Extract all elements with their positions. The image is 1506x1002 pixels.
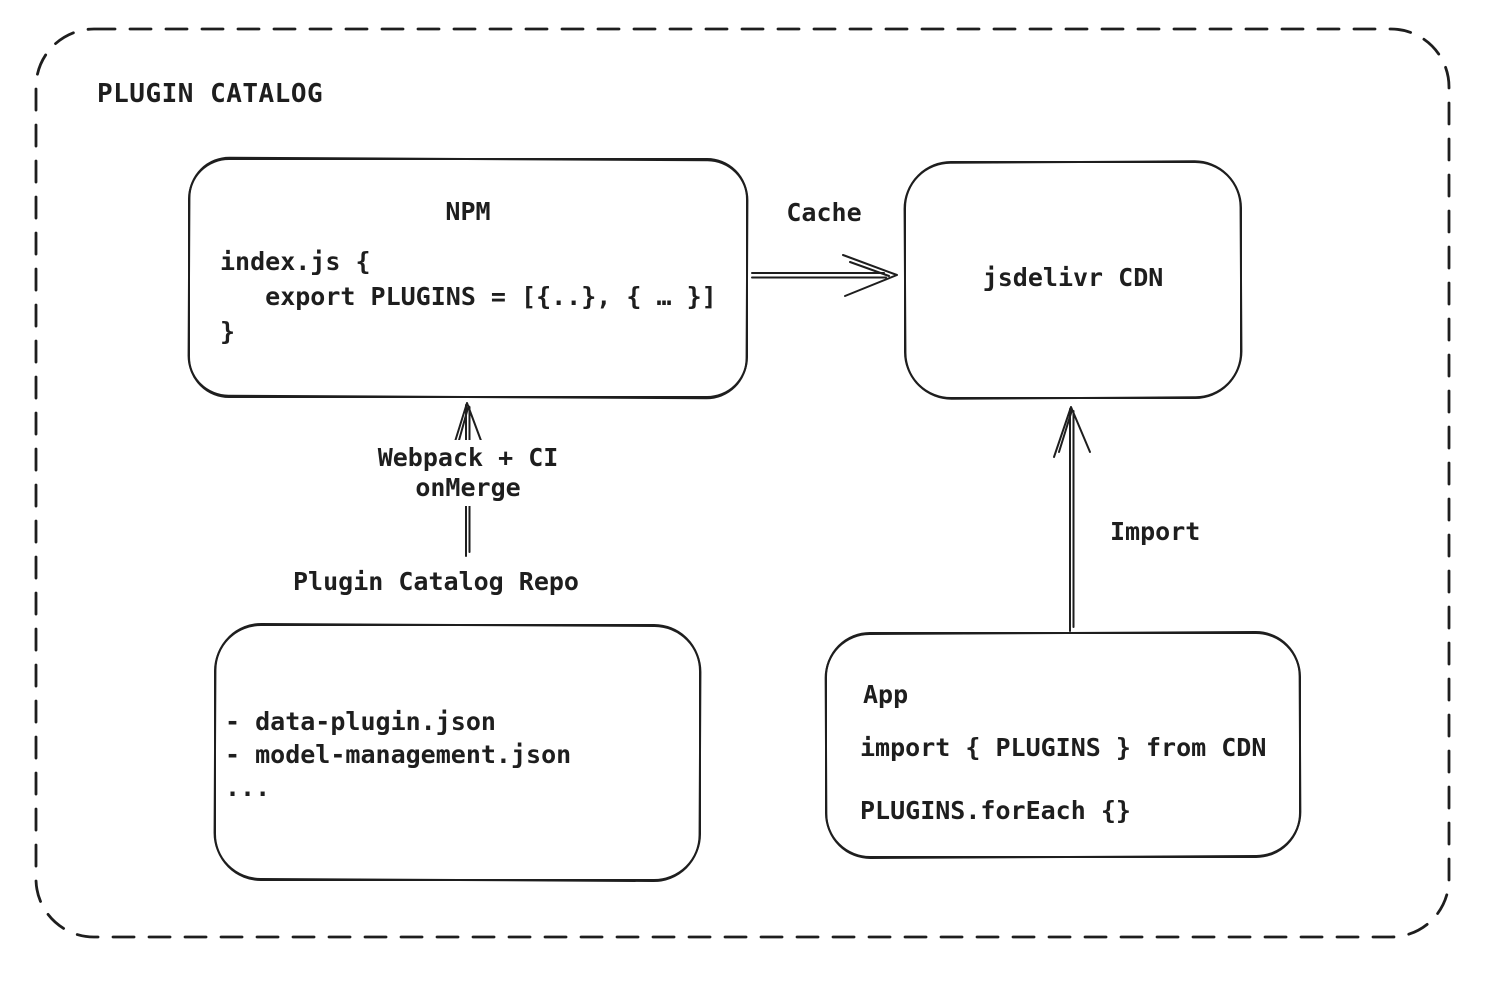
cache-arrow (751, 254, 898, 297)
repo-node-box (213, 622, 702, 883)
diagram-title: PLUGIN CATALOG (97, 79, 324, 109)
app-node-box (824, 630, 1302, 860)
repo-file-list: - data-plugin.json - model-management.js… (225, 707, 572, 802)
cdn-node-box (903, 160, 1243, 400)
npm-code-block: index.js { export PLUGINS = [{..}, { … }… (220, 247, 717, 346)
app-node-title: App (863, 680, 909, 709)
import-arrow (1053, 406, 1091, 632)
catalog-boundary-border (34, 27, 1451, 939)
npm-node-box (187, 156, 749, 400)
build-edge-label: Webpack + CI onMerge (369, 440, 567, 506)
npm-node-title: NPM (445, 197, 491, 226)
app-code-import-line: import { PLUGINS } from CDN (860, 733, 1267, 762)
repo-node-label: Plugin Catalog Repo (293, 567, 579, 596)
cdn-node-label: jsdelivr CDN (982, 263, 1164, 292)
app-code-foreach-line: PLUGINS.forEach {} (860, 796, 1131, 825)
cache-edge-label: Cache (786, 198, 862, 227)
import-edge-label: Import (1110, 517, 1201, 546)
